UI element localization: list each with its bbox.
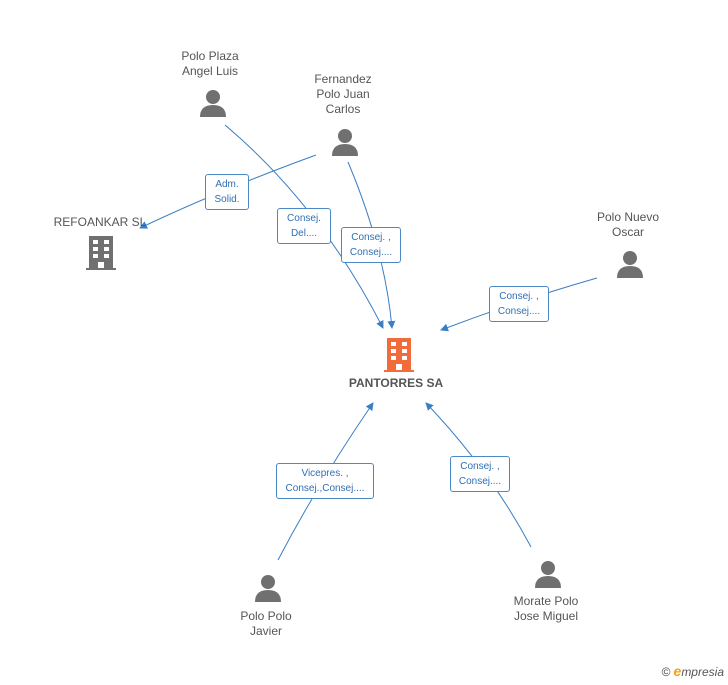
relation-del-line-0: Consej.: [287, 213, 321, 224]
node-fernandez-line-1: Polo Juan: [316, 87, 370, 101]
node-polo-nuevo-line-0: Polo Nuevo: [596, 210, 660, 224]
brand-name: mpresia: [681, 665, 724, 679]
person-icon[interactable]: [199, 89, 227, 122]
node-polo-nuevo-label[interactable]: Polo Nuevo Oscar: [568, 210, 688, 240]
relation-consej1-line-1: Consej....: [349, 247, 393, 258]
node-polo-plaza-label[interactable]: Polo Plaza Angel Luis: [150, 49, 270, 79]
brand-initial: e: [673, 663, 682, 679]
relation-vicepres-line-1: Consej.,Consej....: [285, 483, 365, 494]
brand-logo: ©empresia: [662, 663, 724, 679]
relation-consej2-line-1: Consej....: [497, 306, 541, 317]
node-polo-plaza-line-1: Angel Luis: [181, 64, 239, 78]
person-icon[interactable]: [616, 250, 644, 283]
node-morate-line-1: Jose Miguel: [513, 609, 579, 623]
node-polo-polo-line-1: Javier: [249, 624, 282, 638]
relation-del-label[interactable]: Consej. Del....: [277, 208, 331, 244]
node-polo-polo-line-0: Polo Polo: [240, 609, 292, 623]
relation-vicepres-line-0: Vicepres. ,: [301, 468, 349, 479]
relation-adm-label[interactable]: Adm. Solid.: [205, 174, 249, 210]
person-icon[interactable]: [534, 560, 562, 593]
relation-consej3-label[interactable]: Consej. , Consej....: [450, 456, 510, 492]
copyright-symbol: ©: [661, 665, 671, 679]
node-morate-label[interactable]: Morate Polo Jose Miguel: [486, 594, 606, 624]
relation-consej2-line-0: Consej. ,: [499, 291, 539, 302]
company-building-icon[interactable]: [86, 236, 116, 275]
relation-consej2-label[interactable]: Consej. , Consej....: [489, 286, 549, 322]
relation-del-line-1: Del....: [290, 228, 318, 239]
person-icon[interactable]: [254, 574, 282, 607]
relation-adm-line-1: Solid.: [214, 194, 240, 205]
node-polo-nuevo-line-1: Oscar: [611, 225, 644, 239]
node-fernandez-label[interactable]: Fernandez Polo Juan Carlos: [283, 72, 403, 117]
relation-consej3-line-0: Consej. ,: [460, 461, 500, 472]
center-building-icon[interactable]: [384, 338, 414, 377]
node-polo-polo-label[interactable]: Polo Polo Javier: [206, 609, 326, 639]
node-fernandez-line-0: Fernandez: [314, 72, 372, 86]
node-refoankar-label[interactable]: REFOANKAR SL: [40, 215, 160, 230]
relation-vicepres-label[interactable]: Vicepres. , Consej.,Consej....: [276, 463, 374, 499]
person-icon[interactable]: [331, 128, 359, 161]
relation-consej3-line-1: Consej....: [458, 476, 502, 487]
relation-consej1-label[interactable]: Consej. , Consej....: [341, 227, 401, 263]
node-refoankar-line-0: REFOANKAR SL: [53, 215, 147, 229]
relation-consej1-line-0: Consej. ,: [351, 232, 391, 243]
node-polo-plaza-line-0: Polo Plaza: [181, 49, 239, 63]
node-fernandez-line-2: Carlos: [325, 102, 361, 116]
node-morate-line-0: Morate Polo: [513, 594, 579, 608]
relation-adm-line-0: Adm.: [215, 179, 239, 190]
center-company-name[interactable]: PANTORRES SA: [348, 376, 444, 390]
